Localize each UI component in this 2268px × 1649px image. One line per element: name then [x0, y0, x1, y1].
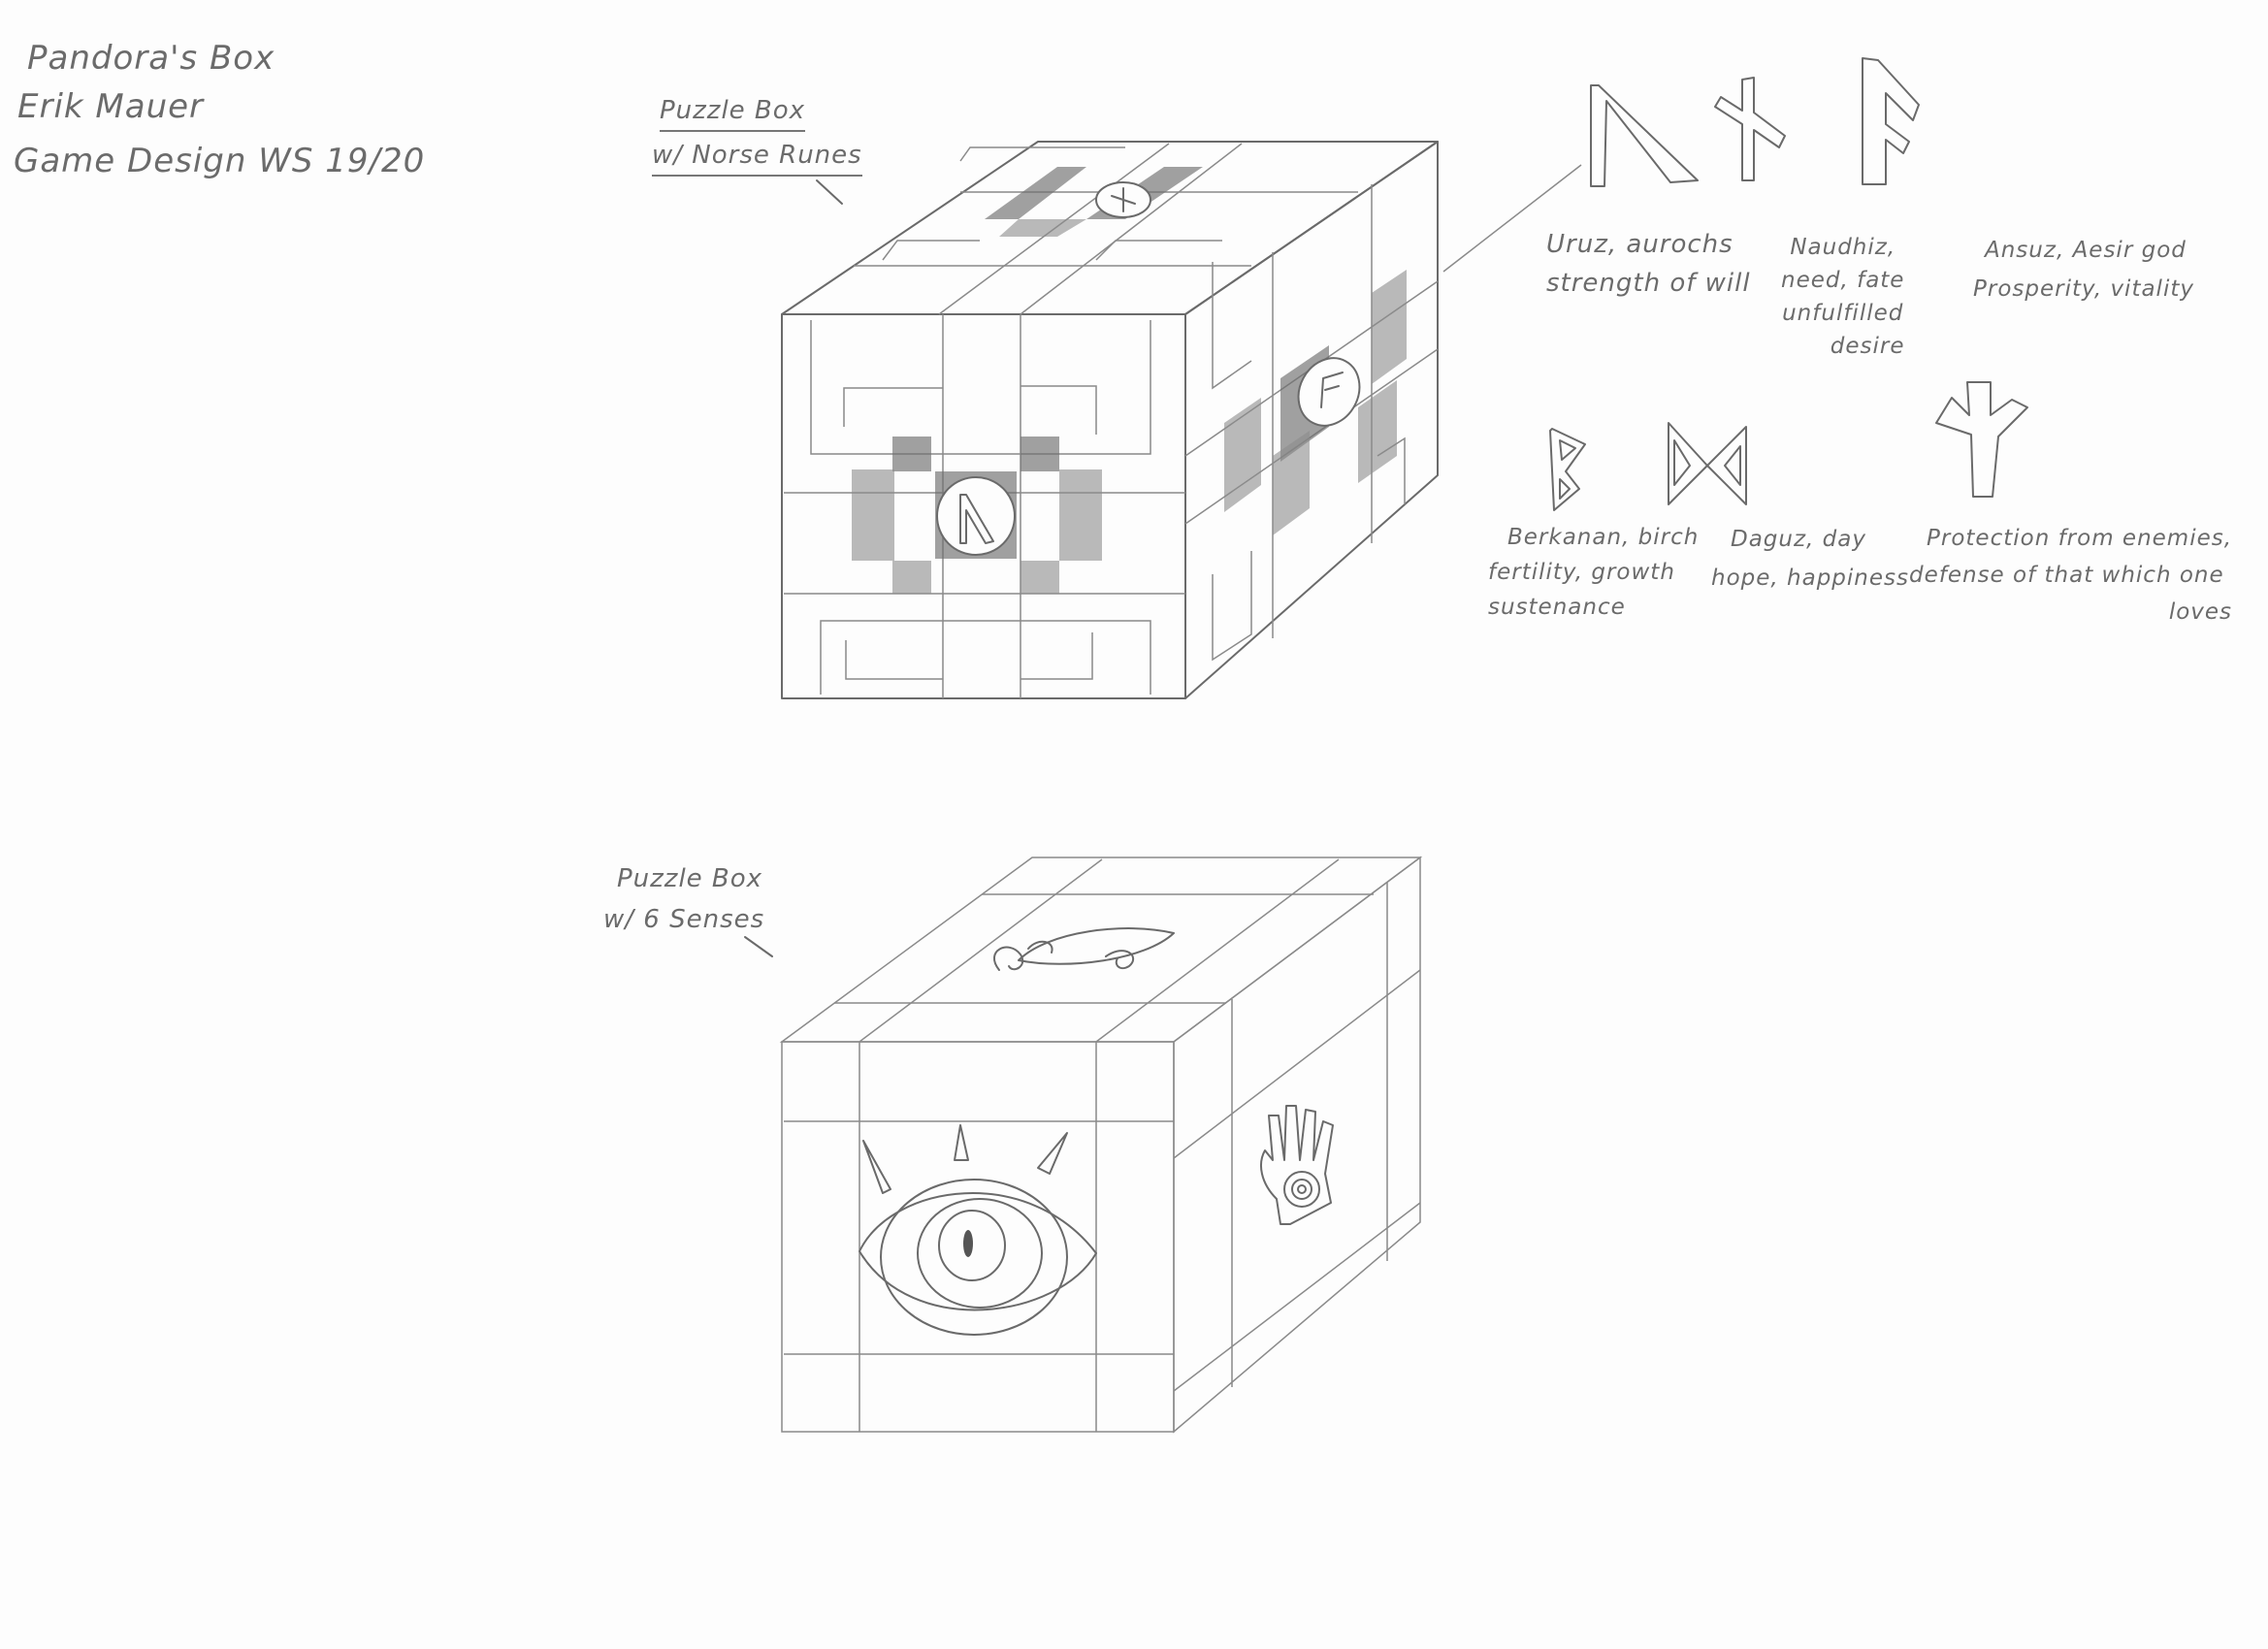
rune-caption-line3: loves [2168, 599, 2233, 625]
senses-label-pointer [744, 936, 773, 957]
rune-caption-line1: Daguz, day [1731, 527, 1866, 552]
ansuz-rune-icon [1862, 57, 1920, 185]
rune-caption-line2: Prosperity, vitality [1973, 276, 2194, 302]
rune-caption-naudhiz: Naudhiz, need, fate unfulfilled desire [1781, 231, 1904, 363]
norse-label-pointer [816, 179, 843, 205]
rune-caption-berkanan: Berkanan, birch fertility, growth susten… [1488, 520, 1699, 625]
ansuz-medallion-icon [1297, 357, 1361, 427]
naudhiz-rune-icon [1714, 77, 1786, 181]
rune-caption-line1: Ansuz, Aesir god [1985, 238, 2187, 263]
rune-caption-line1: Berkanan, birch [1507, 525, 1700, 550]
rune-caption-line1: Protection from enemies, [1927, 526, 2233, 551]
rune-caption-line1: Naudhiz, [1790, 235, 1896, 260]
uruz-medallion-icon [936, 476, 1016, 556]
norse-box-label-line2: w/ Norse Runes [652, 138, 862, 177]
uruz-rune-icon [1590, 84, 1699, 187]
rune-caption-line3: unfulfilled [1782, 301, 1904, 326]
berkanan-rune-icon [1549, 428, 1586, 511]
rune-caption-line1: Uruz, aurochs [1546, 230, 1733, 259]
norse-puzzle-box [781, 141, 1439, 699]
rune-caption-line2: defense of that which one [1909, 563, 2224, 588]
course-name: Game Design WS 19/20 [14, 142, 426, 180]
rune-caption-dagaz: Daguz, day hope, happiness [1711, 520, 1909, 598]
sketch-title: Pandora's Box [27, 39, 275, 78]
swirl-symbol-icon [992, 927, 1175, 971]
norse-box-label-line1: Puzzle Box [660, 93, 806, 132]
rune-caption-line2: hope, happiness [1711, 566, 1909, 591]
senses-box-label-line2: w/ 6 Senses [603, 905, 765, 934]
rune-caption-uruz: Uruz, aurochs strength of will [1546, 225, 1751, 303]
hand-spiral-symbol-icon [1260, 1105, 1334, 1225]
senses-box-label-line1: Puzzle Box [617, 864, 763, 893]
legend-connector-line [1442, 164, 1582, 273]
senses-puzzle-box [779, 856, 1423, 1434]
rune-caption-ansuz: Ansuz, Aesir god Prosperity, vitality [1973, 231, 2194, 308]
rune-caption-line3: sustenance [1488, 595, 1626, 620]
rune-caption-line2: strength of will [1546, 269, 1751, 298]
rune-caption-algiz: Protection from enemies, defense of that… [1909, 520, 2232, 630]
algiz-rune-icon [1935, 381, 2028, 498]
dagaz-rune-icon [1668, 422, 1747, 505]
rune-caption-line4: desire [1830, 334, 1905, 359]
author-name: Erik Mauer [17, 87, 205, 126]
eye-symbol-icon [859, 1124, 1097, 1336]
rune-caption-line2: need, fate [1781, 268, 1905, 293]
rune-caption-line2: fertility, growth [1488, 560, 1675, 585]
